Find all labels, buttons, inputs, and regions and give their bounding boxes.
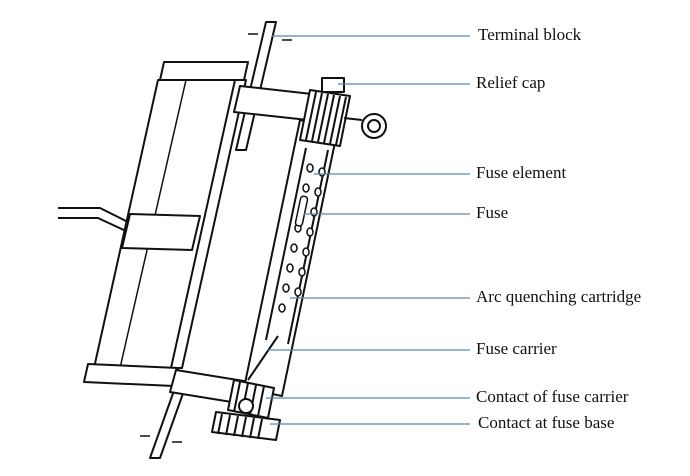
- label-contact-at-fuse-base: Contact at fuse base: [478, 413, 615, 432]
- label-fuse-carrier: Fuse carrier: [476, 339, 557, 358]
- label-contact-of-fuse-carrier: Contact of fuse carrier: [476, 387, 629, 406]
- cable: [58, 207, 133, 225]
- fuse-carrier-tube: [243, 119, 339, 397]
- insulator-band: [121, 213, 201, 251]
- top-bracket: [159, 61, 249, 81]
- bottom-contact-assembly: [211, 379, 281, 441]
- cut-marks: [140, 33, 292, 443]
- bottom-bracket: [83, 363, 179, 387]
- label-fuse-element: Fuse element: [476, 163, 567, 182]
- label-relief-cap: Relief cap: [476, 73, 546, 92]
- label-fuse: Fuse: [476, 203, 509, 222]
- bottom-terminal-rod: [149, 384, 187, 459]
- label-terminal-block: Terminal block: [478, 25, 582, 44]
- fuse-element-slots: [278, 163, 326, 313]
- leader-lines: [266, 35, 470, 425]
- relief-cap-assembly: [299, 77, 387, 147]
- label-arc-quenching-cartridge: Arc quenching cartridge: [476, 287, 642, 306]
